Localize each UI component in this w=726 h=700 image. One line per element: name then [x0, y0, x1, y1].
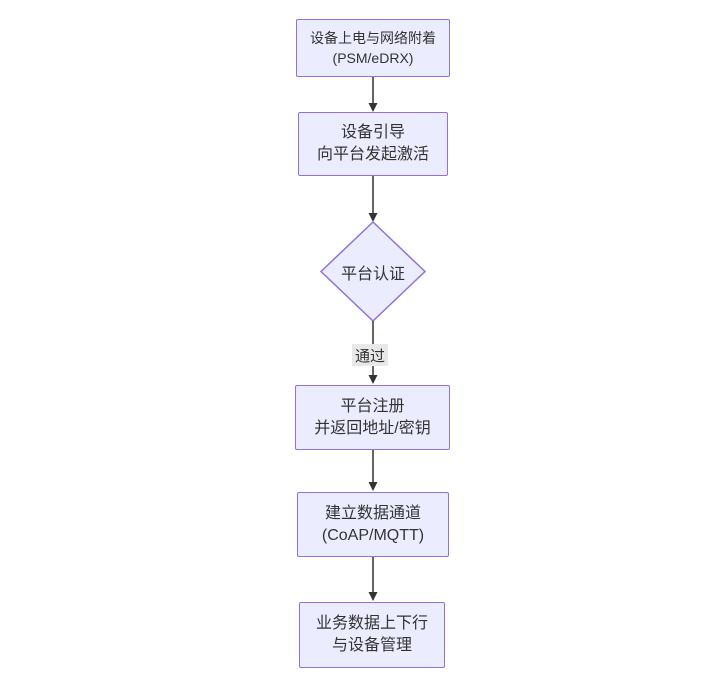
node-text-line: 设备引导 [340, 124, 405, 141]
node-data-channel: 建立数据通道 (CoAP/MQTT) [297, 492, 449, 557]
edge-label-pass: 通过 [352, 344, 388, 366]
node-text-line: 并返回地址/密钥 [314, 419, 431, 437]
node-text-line: 平台注册 [340, 397, 405, 415]
arrowhead-icon [368, 592, 378, 601]
node-text-line: 设备上电与网络附着 [310, 30, 436, 46]
node-text-line: 与设备管理 [331, 637, 412, 654]
node-text-line: (PSM/eDRX) [332, 50, 414, 66]
arrowhead-icon [368, 375, 378, 384]
node-text-line: 向平台发起激活 [316, 146, 429, 163]
edge-power-to-bootstrap [368, 77, 378, 112]
arrowhead-icon [368, 103, 378, 112]
node-platform-register: 平台注册 并返回地址/密钥 [295, 385, 450, 450]
node-device-power-on: 设备上电与网络附着 (PSM/eDRX) [296, 19, 450, 77]
arrowhead-icon [368, 482, 378, 491]
diamond-platform-auth-shape [319, 220, 427, 323]
node-text-line: 业务数据上下行 [315, 615, 428, 632]
arrowhead-icon [368, 213, 378, 222]
edge-channel-to-business [368, 557, 378, 601]
node-text-line: (CoAP/MQTT) [321, 526, 425, 544]
node-device-bootstrap: 设备引导 向平台发起激活 [298, 112, 448, 176]
node-text-line: 建立数据通道 [324, 504, 421, 522]
edge-register-to-channel [368, 450, 378, 491]
edge-bootstrap-to-auth [368, 176, 378, 222]
node-business-data: 业务数据上下行 与设备管理 [299, 602, 445, 668]
